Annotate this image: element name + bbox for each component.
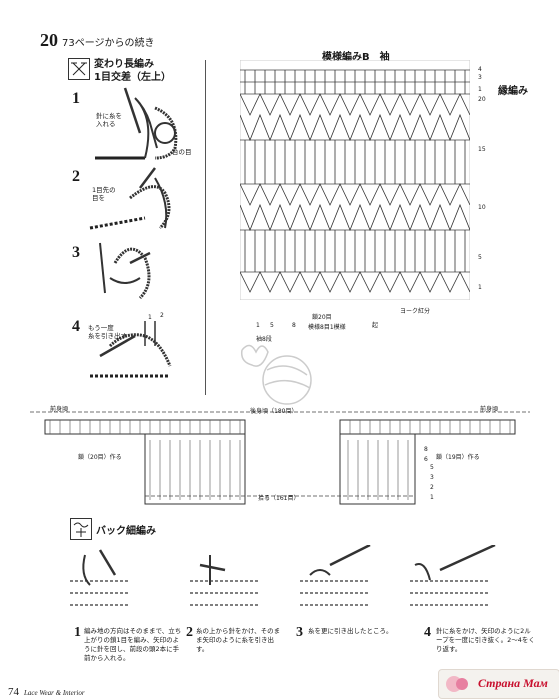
row-marker: 2: [430, 484, 434, 491]
chart-col-1: 1: [256, 322, 260, 329]
row-number: 15: [478, 146, 486, 153]
caption-text: 糸を更に引き出したところ。: [308, 627, 393, 635]
stitch2-illustrations: [70, 545, 496, 606]
step-number: 3: [72, 244, 80, 261]
row-number: 1: [478, 86, 482, 93]
caption-number: 4: [424, 625, 431, 640]
chart-start-label: 起: [372, 322, 379, 329]
chart-col-8: 8: [292, 322, 296, 329]
back-sc-step1: [70, 549, 130, 606]
cross-stitch-symbol-icon: [68, 58, 90, 80]
step4-note: もう一度糸を引き出す: [88, 324, 127, 340]
front-right-label: 前身頃: [480, 406, 499, 413]
stitch-chart: [240, 60, 470, 300]
row-marker: 5: [430, 464, 434, 471]
back-sc-step2: [190, 555, 260, 606]
step4-arrow-2: 2: [160, 312, 164, 319]
caption-text: 糸の上から針をかけ、そのまま矢印のように糸を引き出す。: [196, 627, 281, 653]
row-number: 1: [478, 284, 482, 291]
caption-text: 編み地の方向はそのままで、立ち上がりの鎖1目を編み、矢印のように針を回し、前段の…: [84, 627, 182, 662]
step4-arrow-1: 1: [148, 314, 152, 321]
step1-illustration: [95, 87, 178, 160]
chart-title: 模様編みB 袖: [322, 52, 390, 63]
back-label: 後身頃（180目）: [250, 408, 298, 415]
stitch1-title-line1: 変わり長編み: [94, 59, 154, 70]
left-chain-label: 鎖（20目）作る: [78, 454, 122, 461]
chart-yoke-label: ヨーク紅分: [400, 308, 431, 315]
step3-illustration: [99, 242, 151, 300]
caption-number: 1: [74, 625, 81, 640]
row-number: 20: [478, 96, 486, 103]
stitch1-illustrations: [89, 87, 178, 378]
caption-number: 3: [296, 625, 303, 640]
step1-note: 針に糸を入れる: [96, 112, 122, 128]
step-number: 2: [72, 168, 80, 185]
chart-repeat-label: 模様8目1模様: [308, 324, 346, 331]
row-number: 3: [478, 74, 482, 81]
row-marker: 3: [430, 474, 434, 481]
row-marker: 6: [424, 456, 428, 463]
step-number: 4: [72, 318, 80, 335]
step1-note-base: 台の目: [172, 148, 192, 156]
back-sc-step4: [410, 545, 496, 606]
step2-illustration: [89, 167, 171, 230]
watermark-logo-icon: [446, 676, 468, 692]
row-number: 4: [478, 66, 482, 73]
step-number: 1: [72, 90, 80, 107]
stitch1-title: 変わり長編み 1目交差（左上）: [94, 58, 171, 84]
stitch2-title: バック細編み: [96, 526, 156, 537]
page-number: 20: [40, 30, 58, 50]
back-single-crochet-symbol-icon: [70, 518, 92, 540]
yarn-ball-decoration-icon: [240, 344, 312, 405]
garment-schematic: [30, 411, 530, 505]
bottom-pickup-label: 拾る（161目）: [258, 495, 300, 502]
chart-sub-label: 袖8段: [256, 336, 272, 343]
caption-text: 針に糸をかけ、矢印のように2ループを一度に引き抜く。2～4をくり返す。: [436, 627, 535, 653]
back-sc-step3: [300, 545, 371, 606]
footer-magazine-title: Lace Wear & Interior: [24, 689, 85, 697]
caption-number: 2: [186, 625, 193, 640]
step4-illustration: [90, 321, 172, 378]
edge-label: 縁編み: [498, 86, 528, 97]
front-left-label: 前身頃: [50, 406, 69, 413]
right-chain-label: 鎖（19目）作る: [436, 454, 480, 461]
stitch1-title-line2: 1目交差（左上）: [94, 72, 171, 83]
step2-note: 1目先の目を: [92, 186, 116, 202]
row-marker: 1: [430, 494, 434, 501]
watermark-text: Страна Мам: [478, 676, 548, 690]
footer-page-number: 74: [8, 686, 19, 698]
continuation-note: 73ページからの続き: [62, 38, 155, 49]
chart-chain-count: 鎖20目: [312, 314, 332, 321]
row-number: 10: [478, 204, 486, 211]
chart-col-5: 5: [270, 322, 274, 329]
row-marker: 8: [424, 446, 428, 453]
row-number: 5: [478, 254, 482, 261]
section-divider: [205, 60, 206, 395]
